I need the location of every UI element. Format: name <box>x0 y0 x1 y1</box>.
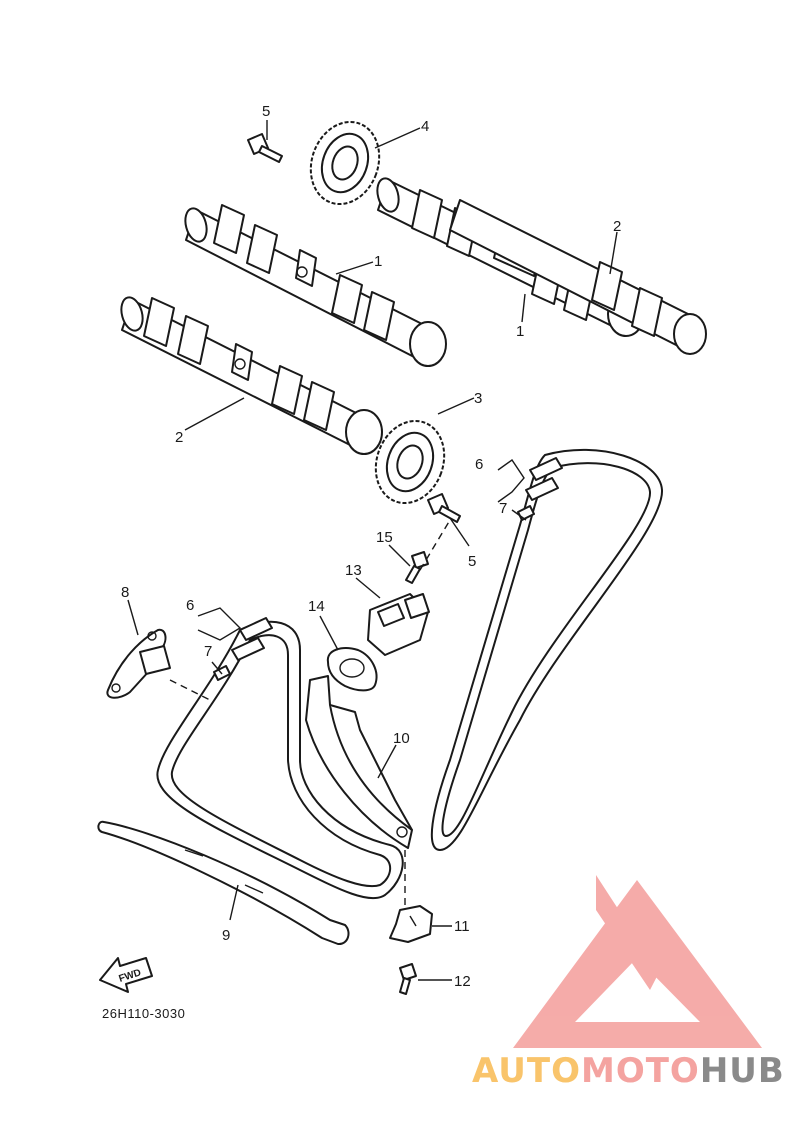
forward-direction-arrow: FWD <box>99 957 153 993</box>
watermark-outer-triangle <box>513 880 762 1048</box>
camshaft-2-right <box>449 199 707 355</box>
watermark-wordmark: AUTOMOTOHUB <box>472 1051 785 1091</box>
camshaft-sprocket-4 <box>309 120 381 206</box>
wordmark-hub: HUB <box>700 1051 785 1091</box>
chain-guide-10 <box>305 675 413 849</box>
tensioner-bolt-15 <box>405 551 429 584</box>
callout-2-right: 2 <box>613 218 621 235</box>
callout-1-upper: 1 <box>374 253 382 270</box>
callout-5-upper: 5 <box>262 103 270 120</box>
callout-6-right: 6 <box>475 456 483 473</box>
callout-3: 3 <box>474 390 482 407</box>
callout-2-left: 2 <box>175 429 183 446</box>
camshaft-sprocket-3 <box>374 419 446 505</box>
callout-6-left: 6 <box>186 597 194 614</box>
callout-labels: 5 4 1 2 1 3 2 6 7 5 15 13 8 6 14 7 10 11… <box>121 103 621 990</box>
watermark-m-shape <box>596 875 690 990</box>
leader-lines <box>127 120 618 981</box>
sprocket-bolt-upper <box>247 133 283 163</box>
callout-8: 8 <box>121 584 129 601</box>
drawing-code: 26H110-3030 <box>102 1006 185 1021</box>
callout-9: 9 <box>222 927 230 944</box>
callout-12: 12 <box>454 973 471 990</box>
assembly-line-left <box>169 679 211 701</box>
camshaft-1-upper <box>184 204 447 367</box>
stopper-bolt-12 <box>399 963 417 995</box>
watermark-logo-icon <box>513 875 762 1048</box>
callout-14: 14 <box>308 598 325 615</box>
wordmark-auto: AUTO <box>472 1051 581 1091</box>
assembly-line-bolt <box>419 519 451 571</box>
chain-stopper-11 <box>389 905 433 943</box>
sprocket-bolt-lower <box>427 493 461 523</box>
tensioner-gasket-14 <box>326 647 378 692</box>
callout-10: 10 <box>393 730 410 747</box>
callout-13: 13 <box>345 562 362 579</box>
callout-4: 4 <box>421 118 429 135</box>
callout-7-right: 7 <box>499 500 507 517</box>
timing-chain-right <box>430 448 664 852</box>
callout-7-left: 7 <box>204 643 212 660</box>
wordmark-moto: MOTO <box>581 1051 700 1091</box>
camshaft-2-lower <box>120 296 383 455</box>
callout-11: 11 <box>454 918 470 935</box>
chain-guide-9 <box>97 820 350 946</box>
chain-guide-bracket-8 <box>106 628 171 699</box>
callout-1-lower: 1 <box>516 323 524 340</box>
callout-15: 15 <box>376 529 393 546</box>
callout-5-lower: 5 <box>468 553 476 570</box>
chain-tensioner-13 <box>367 593 430 656</box>
